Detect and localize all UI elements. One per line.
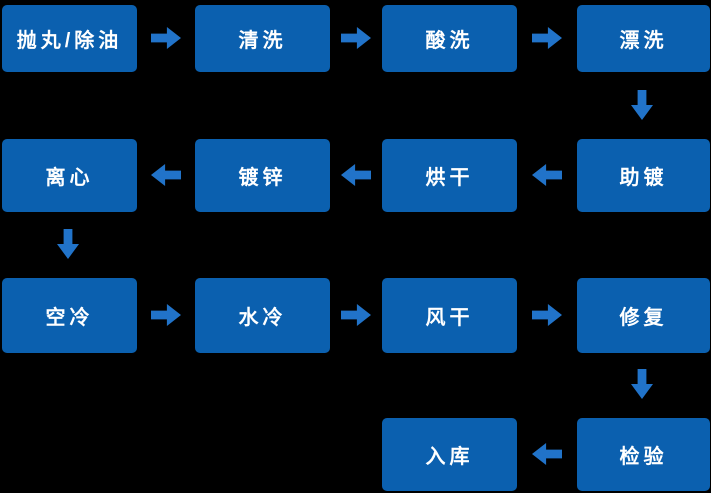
node-fluxing: 助镀 (577, 139, 710, 212)
node-storage: 入库 (382, 418, 517, 491)
node-air-drying: 风干 (382, 278, 517, 353)
node-shot-blast-degrease: 抛丸/除油 (2, 5, 137, 72)
arrow-right-icon (151, 304, 181, 326)
arrow-down-icon (57, 229, 79, 259)
node-air-cooling: 空冷 (2, 278, 137, 353)
arrow-down-icon (631, 90, 653, 120)
node-rinsing: 漂洗 (577, 5, 710, 72)
arrow-right-icon (151, 27, 181, 49)
arrow-right-icon (532, 304, 562, 326)
node-galvanizing: 镀锌 (195, 139, 330, 212)
node-drying: 烘干 (382, 139, 517, 212)
arrow-left-icon (532, 443, 562, 465)
arrow-right-icon (532, 27, 562, 49)
arrow-right-icon (341, 27, 371, 49)
node-centrifuge: 离心 (2, 139, 137, 212)
arrow-left-icon (151, 164, 181, 186)
node-inspection: 检验 (577, 418, 710, 491)
arrow-left-icon (532, 164, 562, 186)
node-repair: 修复 (577, 278, 710, 353)
arrow-right-icon (341, 304, 371, 326)
node-cleaning: 清洗 (195, 5, 330, 72)
arrow-left-icon (341, 164, 371, 186)
arrow-down-icon (631, 369, 653, 399)
node-water-cooling: 水冷 (195, 278, 330, 353)
node-pickling: 酸洗 (382, 5, 517, 72)
